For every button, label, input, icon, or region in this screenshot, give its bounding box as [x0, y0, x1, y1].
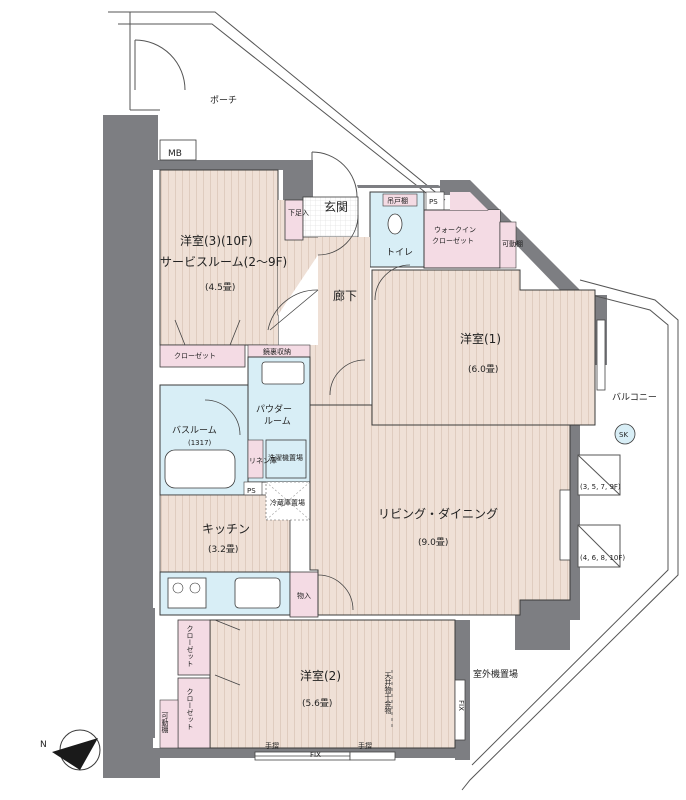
- kitchen-sink: [234, 577, 281, 609]
- toilet-label: トイレ: [386, 248, 413, 258]
- closet-a-box: [177, 619, 211, 676]
- toilet-bowl: [387, 213, 403, 235]
- hallway-lower: [310, 345, 370, 405]
- outdoor-unit-label: 室外機置場: [473, 668, 518, 680]
- burner-1: [172, 582, 184, 594]
- room3-floor: [159, 169, 279, 346]
- powder-label-1: パウダー: [256, 403, 292, 415]
- vanity-basin: [261, 361, 305, 385]
- stove-top: [167, 577, 207, 609]
- walkin-label-1: ウォークイン: [434, 226, 476, 234]
- side-windows: [454, 319, 606, 741]
- hallway-floor: [318, 237, 370, 362]
- walkin-label-2: クローゼット: [432, 236, 474, 245]
- north-label: N: [40, 740, 47, 750]
- living-size: (9.0畳): [418, 537, 448, 548]
- porch-area: [108, 11, 446, 201]
- room3-title-1: 洋室(3)(10F): [180, 233, 253, 248]
- fix-side-label: FIX: [457, 700, 465, 711]
- closet-a-label: クローゼット: [186, 625, 194, 667]
- entrance-label: 玄関: [324, 199, 348, 214]
- north-arrow: [52, 729, 101, 771]
- storage-mono-label: 物入: [297, 591, 311, 600]
- fix-bottom-label: FIX: [310, 751, 321, 759]
- movable-shelf-label-1: 可動棚: [502, 239, 523, 248]
- floors-a-label: (3, 5, 7, 9F): [580, 483, 621, 491]
- room2-title: 洋室(2): [300, 668, 341, 683]
- kitchen-size: (3.2畳): [208, 544, 238, 555]
- walkin-closet-upper: [450, 192, 500, 222]
- room2-floor: [209, 619, 456, 749]
- outer-walls: [103, 115, 607, 778]
- handrail-right-label: 手摺: [358, 741, 372, 750]
- closet-b-box: [177, 677, 211, 749]
- kitchen-title: キッチン: [202, 522, 250, 536]
- powder-label-2: ルーム: [264, 416, 291, 427]
- closet-b-label: クローゼット: [186, 688, 194, 730]
- mirror-storage-label: 鏡裏収納: [263, 347, 291, 356]
- hanging-shelf-label: 吊戸棚: [387, 196, 408, 205]
- ps-top-label: PS: [429, 198, 438, 206]
- handrail-left-label: 手摺: [265, 741, 279, 750]
- balcony-railing: [461, 279, 679, 791]
- bathroom-label: バスルーム: [172, 425, 217, 436]
- movable-shelf-bottom: [159, 699, 179, 749]
- mb-label: MB: [168, 149, 182, 159]
- bathtub: [164, 449, 236, 489]
- floors-b-label: (4, 6, 8, 10F): [580, 554, 625, 562]
- porch-label: ポーチ: [210, 95, 237, 106]
- ps-bath-label: PS: [247, 487, 256, 495]
- room2-size: (5.6畳): [302, 698, 332, 709]
- movable-shelf-label-2: 可動棚: [161, 712, 169, 734]
- hanging-shelf: [382, 193, 418, 207]
- fridge-cross-2: [265, 481, 311, 521]
- ceiling-hanger-label: 天井物干金物: [384, 672, 392, 715]
- closet-room3-label: クローゼット: [174, 351, 216, 360]
- storage-mono-box: [289, 571, 319, 618]
- sk-label: SK: [619, 431, 628, 439]
- washer-label: 洗濯機置場: [268, 453, 303, 462]
- bath-size-label: (1317): [188, 439, 212, 447]
- fridge-label: 冷蔵庫置場: [270, 498, 305, 507]
- hallway-label: 廊下: [333, 288, 357, 303]
- mb-box: [159, 139, 197, 161]
- walkin-closet: [423, 209, 501, 269]
- room1-title: 洋室(1): [460, 331, 501, 346]
- shoe-storage: [284, 199, 304, 241]
- sk-sink: [614, 423, 636, 445]
- door-swings: [174, 214, 411, 686]
- balcony-label: バルコニー: [612, 392, 657, 403]
- room1-floor: [371, 269, 596, 426]
- room3-size: (4.5畳): [205, 282, 235, 293]
- closet-room3-strip: [159, 344, 246, 368]
- living-title: リビング・ダイニング: [378, 506, 498, 521]
- bottom-windows: [254, 751, 396, 761]
- shoe-label: 下足入: [288, 209, 309, 217]
- room1-size: (6.0畳): [468, 364, 498, 375]
- linen-label: リネン庫: [249, 456, 277, 465]
- linen-storage: [247, 439, 264, 479]
- burner-2: [189, 582, 201, 594]
- movable-shelf-top: [499, 221, 517, 269]
- living-floor: [309, 404, 571, 616]
- room3-title-2: サービスルーム(2～9F): [160, 255, 287, 269]
- washer-space: [265, 439, 307, 479]
